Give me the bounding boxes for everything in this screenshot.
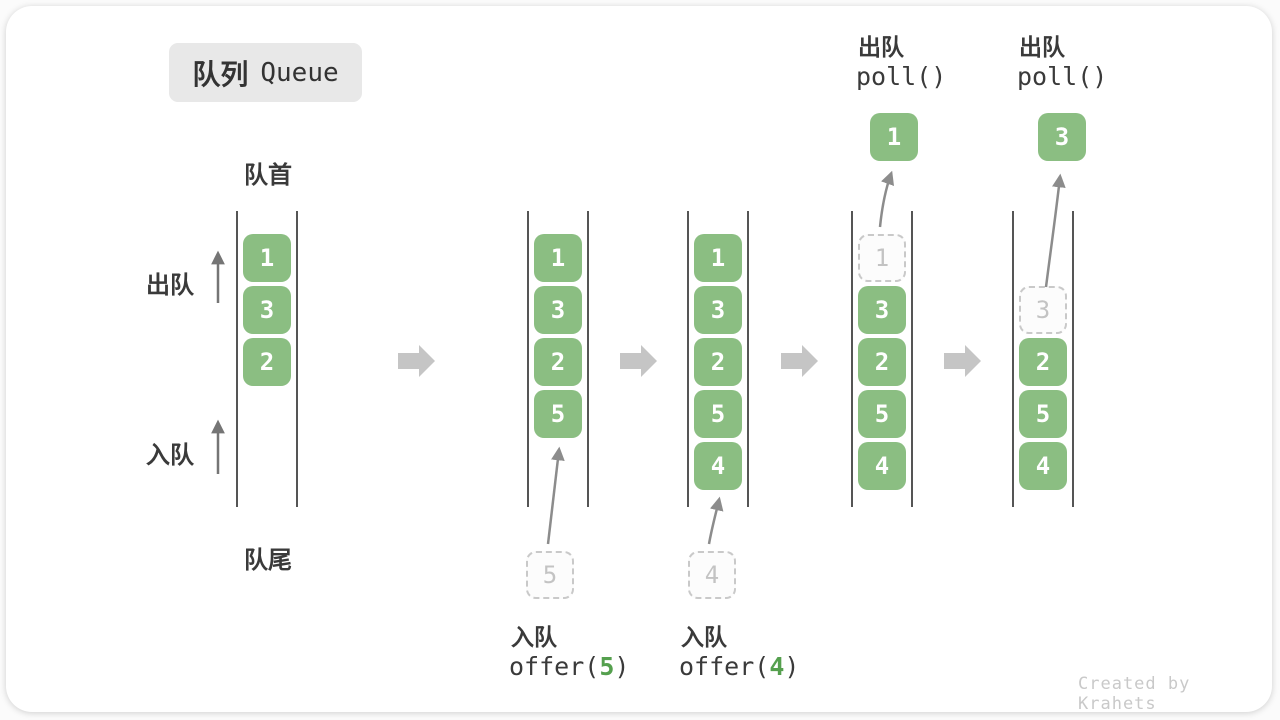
code-arg: 5 [599, 652, 615, 681]
dequeue-op-label: 出队 [858, 34, 904, 60]
queue-cell: 4 [1019, 442, 1067, 490]
code-pre: offer( [679, 652, 770, 681]
enqueue-op-label: 入队 [511, 624, 557, 650]
queue-cell: 4 [694, 442, 742, 490]
code-pre: offer( [509, 652, 600, 681]
code-post: ) [614, 652, 630, 681]
title-zh: 队列 [192, 58, 249, 90]
step-arrow-icon [398, 345, 435, 377]
enqueue-op-label: 入队 [681, 624, 727, 650]
queue-wall [747, 211, 749, 507]
queue-wall [851, 211, 853, 507]
queue-wall [1072, 211, 1074, 507]
queue-cell: 1 [534, 234, 582, 282]
dequeue-op-code: poll() [856, 62, 947, 91]
queue-wall [236, 211, 238, 507]
step-arrow-icon [944, 345, 981, 377]
queue-cell: 2 [694, 338, 742, 386]
enqueue-side-label: 入队 [146, 442, 194, 469]
queue-cell: 3 [243, 286, 291, 334]
queue-cell: 2 [1019, 338, 1067, 386]
queue-cell: 3 [534, 286, 582, 334]
queue-cell: 5 [858, 390, 906, 438]
code-arg: 4 [769, 652, 785, 681]
queue-rear-label: 队尾 [244, 547, 292, 574]
queue-cell: 2 [534, 338, 582, 386]
queue-cell: 5 [1019, 390, 1067, 438]
queue-wall [587, 211, 589, 507]
dequeued-cell: 3 [1038, 113, 1086, 161]
queue-wall [911, 211, 913, 507]
title-badge: 队列 Queue [169, 43, 362, 102]
dequeue-side-label: 出队 [146, 272, 194, 299]
step-arrow-icon [620, 345, 657, 377]
queue-cell: 3 [694, 286, 742, 334]
step-arrow-icon [781, 345, 818, 377]
dequeue-op-label: 出队 [1019, 34, 1065, 60]
dequeue-op-code: poll() [1017, 62, 1108, 91]
enqueue-op-code: offer(4) [679, 652, 799, 681]
watermark: Created by Krahets [1078, 674, 1191, 714]
queue-cell: 2 [858, 338, 906, 386]
queue-cell: 5 [694, 390, 742, 438]
queue-wall [527, 211, 529, 507]
queue-wall [687, 211, 689, 507]
queue-cell: 2 [243, 338, 291, 386]
queue-cell: 1 [243, 234, 291, 282]
incoming-cell: 4 [688, 551, 736, 599]
queue-cell: 4 [858, 442, 906, 490]
queue-cell: 5 [534, 390, 582, 438]
enqueue-op-code: offer(5) [509, 652, 629, 681]
queue-cell: 1 [694, 234, 742, 282]
queue-cell: 3 [858, 286, 906, 334]
dequeued-slot: 3 [1019, 286, 1067, 334]
queue-wall [296, 211, 298, 507]
dequeued-slot: 1 [858, 234, 906, 282]
queue-front-label: 队首 [244, 162, 292, 189]
queue-wall [1012, 211, 1014, 507]
dequeued-cell: 1 [870, 113, 918, 161]
incoming-cell: 5 [526, 551, 574, 599]
title-en: Queue [260, 57, 339, 88]
code-post: ) [784, 652, 800, 681]
